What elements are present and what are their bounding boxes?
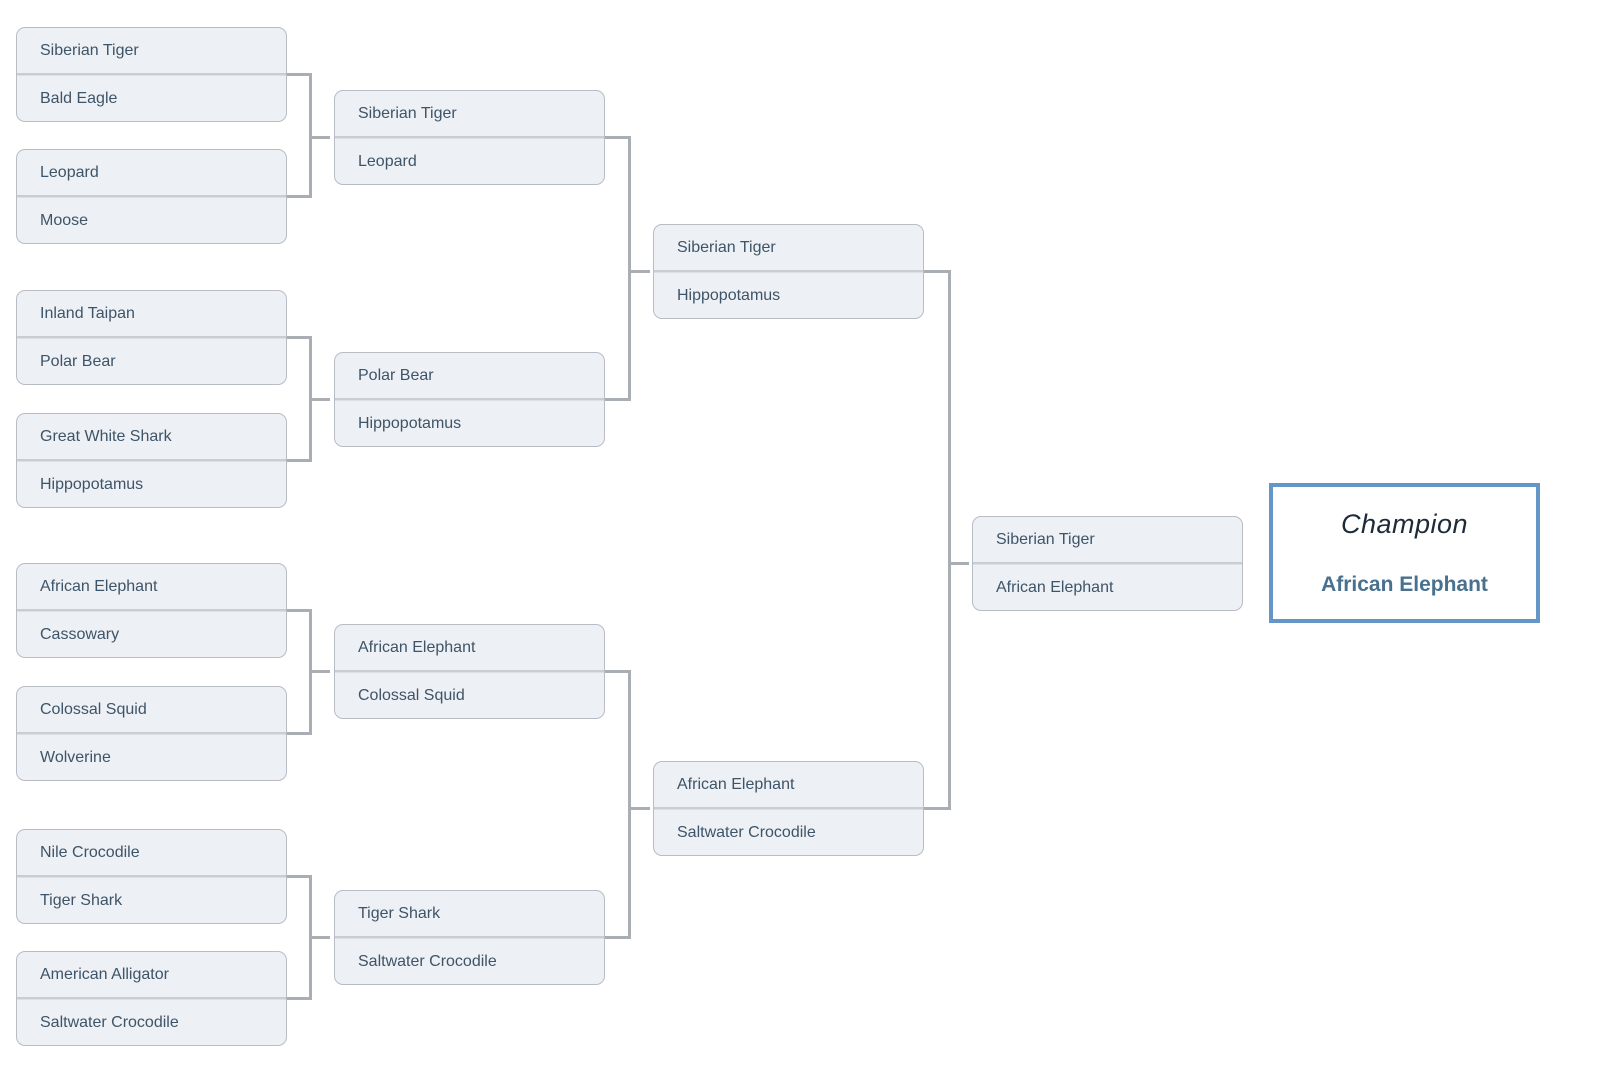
match-divider	[335, 136, 604, 139]
match-divider	[335, 398, 604, 401]
match-r1-4: Great White Shark Hippopotamus	[16, 413, 287, 508]
champion-box: Champion African Elephant	[1269, 483, 1540, 623]
match-divider	[654, 807, 923, 810]
team-slot: African Elephant	[677, 775, 795, 793]
match-sf-2: African Elephant Saltwater Crocodile	[653, 761, 924, 856]
connector-line	[605, 398, 628, 401]
connector-line	[287, 195, 309, 198]
match-r1-2: Leopard Moose	[16, 149, 287, 244]
team-slot: Wolverine	[40, 748, 111, 766]
team-slot: Saltwater Crocodile	[677, 823, 816, 841]
team-slot: Polar Bear	[358, 366, 434, 384]
match-r1-7: Nile Crocodile Tiger Shark	[16, 829, 287, 924]
match-divider	[335, 936, 604, 939]
connector-line	[287, 609, 309, 612]
connector-line	[948, 270, 951, 810]
match-r2-4: Tiger Shark Saltwater Crocodile	[334, 890, 605, 985]
team-slot: Colossal Squid	[40, 700, 147, 718]
team-slot: Polar Bear	[40, 352, 116, 370]
connector-line	[287, 459, 309, 462]
team-slot: Bald Eagle	[40, 89, 118, 107]
connector-line	[951, 562, 969, 565]
connector-line	[312, 936, 330, 939]
match-divider	[654, 270, 923, 273]
team-slot: Tiger Shark	[40, 891, 123, 909]
connector-line	[924, 270, 948, 273]
connector-line	[312, 136, 330, 139]
match-divider	[17, 336, 286, 339]
connector-line	[287, 875, 309, 878]
champion-name: African Elephant	[1321, 573, 1488, 596]
team-slot: Siberian Tiger	[677, 238, 776, 256]
match-r1-1: Siberian Tiger Bald Eagle	[16, 27, 287, 122]
team-slot: African Elephant	[358, 638, 476, 656]
team-slot: Moose	[40, 211, 89, 229]
connector-line	[631, 807, 650, 810]
match-r2-2: Polar Bear Hippopotamus	[334, 352, 605, 447]
match-sf-1: Siberian Tiger Hippopotamus	[653, 224, 924, 319]
team-slot: Tiger Shark	[358, 904, 441, 922]
team-slot: Colossal Squid	[358, 686, 465, 704]
connector-line	[605, 936, 628, 939]
team-slot: Saltwater Crocodile	[358, 952, 497, 970]
match-divider	[17, 609, 286, 612]
connector-line	[287, 997, 309, 1000]
connector-line	[605, 136, 628, 139]
match-r1-5: African Elephant Cassowary	[16, 563, 287, 658]
team-slot: African Elephant	[996, 578, 1114, 596]
match-divider	[973, 562, 1242, 565]
connector-line	[312, 398, 330, 401]
match-r1-6: Colossal Squid Wolverine	[16, 686, 287, 781]
team-slot: Leopard	[40, 163, 99, 181]
match-divider	[17, 997, 286, 1000]
team-slot: Hippopotamus	[677, 286, 781, 304]
match-divider	[335, 670, 604, 673]
match-divider	[17, 875, 286, 878]
team-slot: Nile Crocodile	[40, 843, 140, 861]
connector-line	[287, 336, 309, 339]
match-divider	[17, 459, 286, 462]
team-slot: Siberian Tiger	[358, 104, 457, 122]
champion-title: Champion	[1340, 509, 1469, 539]
team-slot: Leopard	[358, 152, 417, 170]
connector-line	[287, 73, 309, 76]
team-slot: Hippopotamus	[40, 475, 144, 493]
match-divider	[17, 195, 286, 198]
connector-line	[309, 73, 312, 198]
match-divider	[17, 73, 286, 76]
connector-line	[309, 336, 312, 462]
team-slot: Cassowary	[40, 625, 120, 643]
match-final: Siberian Tiger African Elephant	[972, 516, 1243, 611]
connector-line	[628, 136, 631, 401]
team-slot: Siberian Tiger	[996, 530, 1095, 548]
connector-line	[309, 875, 312, 1000]
match-r2-3: African Elephant Colossal Squid	[334, 624, 605, 719]
team-slot: Saltwater Crocodile	[40, 1013, 179, 1031]
team-slot: African Elephant	[40, 577, 158, 595]
team-slot: Siberian Tiger	[40, 41, 139, 59]
match-r2-1: Siberian Tiger Leopard	[334, 90, 605, 185]
connector-line	[287, 732, 309, 735]
match-divider	[17, 732, 286, 735]
team-slot: Hippopotamus	[358, 414, 462, 432]
connector-line	[605, 670, 628, 673]
connector-line	[312, 670, 330, 673]
team-slot: Great White Shark	[40, 427, 172, 445]
team-slot: Inland Taipan	[40, 304, 135, 322]
match-r1-8: American Alligator Saltwater Crocodile	[16, 951, 287, 1046]
match-r1-3: Inland Taipan Polar Bear	[16, 290, 287, 385]
connector-line	[628, 670, 631, 939]
connector-line	[924, 807, 948, 810]
connector-line	[309, 609, 312, 735]
team-slot: American Alligator	[40, 965, 169, 983]
connector-line	[631, 270, 650, 273]
